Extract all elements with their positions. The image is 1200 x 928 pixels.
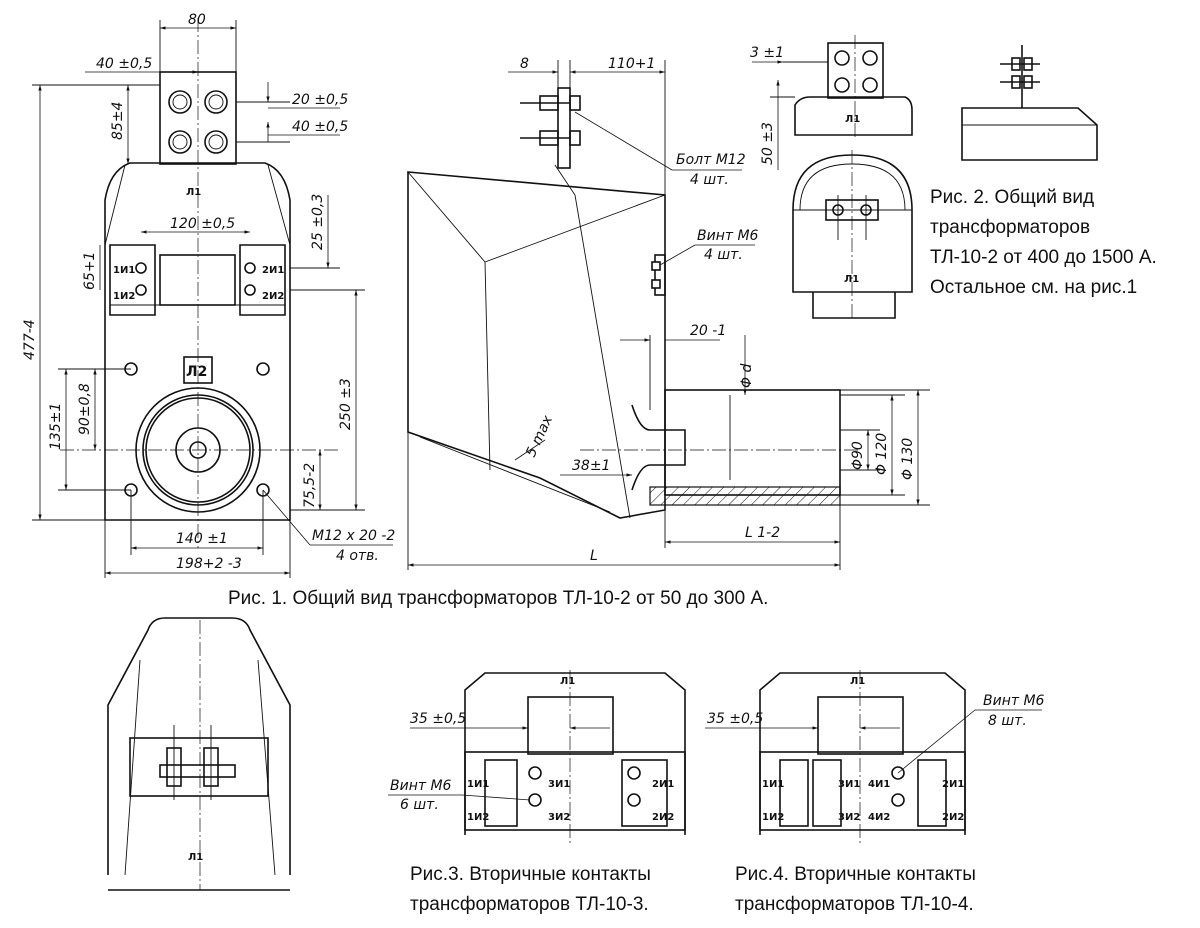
fig1-dim-L12: L 1-2 [745,525,780,541]
fig1-dim-120: 120 ±0,5 [170,216,235,232]
fig1-phi-d: Φ d [739,364,755,388]
fig3-screw-count: 6 шт. [400,797,439,813]
fig1-dim-20b: 20 -1 [690,323,726,339]
fig2-l1a: Л1 [845,114,860,125]
fig4-l1: Л1 [850,676,865,687]
fig4-2i1: 2И1 [942,779,964,790]
fig1-dim-80: 80 [188,12,206,28]
fig2-l1b: Л1 [844,274,859,285]
fig1-dim-5max: 5 max [523,413,556,460]
fig1-dim-198: 198+2 -3 [176,556,242,572]
fig3-3i2: 3И2 [548,812,570,823]
fig1-2i1-label: 2И1 [262,265,284,276]
fig4-dim-35: 35 ±0,5 [707,711,763,727]
fig1-l1-label: Л1 [186,187,201,198]
fig2-caption-4: Остальное см. на рис.1 [930,277,1137,298]
fig1-dim-L: L [590,548,598,564]
fig1-dim-110: 110+1 [608,56,655,72]
fig1-1i2-label: 1И2 [113,291,135,302]
fig2-dim-50: 50 ±3 [760,122,776,165]
fig3-1i1: 1И1 [467,779,489,790]
fig4-4i2: 4И2 [868,812,890,823]
fig1-m12-count: 4 отв. [336,548,379,564]
fig4-screw-count: 8 шт. [988,713,1027,729]
fig2-caption-1: Рис. 2. Общий вид [930,187,1094,208]
fig3-caption-2: трансформаторов ТЛ-10-3. [410,894,649,915]
fig1-dim-40v: 40 ±0,5 [292,119,348,135]
fig4-screw: Винт М6 [983,693,1045,709]
fig2-side-view [961,45,1098,161]
fig4-3i2: 3И2 [838,812,860,823]
fig3-caption-1: Рис.3. Вторичные контакты [410,864,651,885]
fig1-front-view: Л1 1И1 1И2 2И1 2И2 Л2 80 40 ±0,5 85±4 [22,12,395,578]
fig4-caption-1: Рис.4. Вторичные контакты [735,864,976,885]
fig3-contacts: Л1 1И1 1И2 3И1 3И2 2И1 2И2 35 ±0,5 Винт … [388,670,686,845]
fig2-front-view: Л1 [792,150,913,320]
fig4-caption-2: трансформаторов ТЛ-10-4. [735,894,974,915]
fig1-1i1-label: 1И1 [113,265,135,276]
figbl-l1: Л1 [188,852,203,863]
fig3-2i2: 2И2 [652,812,674,823]
fig1-dim-20: 20 ±0,5 [292,92,348,108]
fig4-1i2: 1И2 [762,812,784,823]
fig3-1i2: 1И2 [467,812,489,823]
fig2-dim-3: 3 ±1 [750,45,784,61]
fig1-m12: M12 x 20 -2 [312,528,395,544]
fig1-screw: Винт М6 [697,228,759,244]
fig3-l1: Л1 [560,676,575,687]
fig1-dim-135: 135±1 [48,403,64,450]
fig2-caption-2: трансформаторов [930,217,1090,238]
fig1-caption: Рис. 1. Общий вид трансформаторов ТЛ-10-… [228,588,768,609]
fig1-dim-85: 85±4 [110,102,126,140]
fig4-4i1: 4И1 [868,779,890,790]
fig-bottom-left: Л1 [107,617,291,891]
fig1-dim-38: 38±1 [572,458,610,474]
fig1-bolt: Болт М12 [676,152,746,168]
fig1-phi90: Φ90 [850,441,866,470]
fig1-screw-count: 4 шт. [704,247,743,263]
fig3-2i1: 2И1 [652,779,674,790]
fig1-phi120: Φ 120 [874,433,890,475]
fig4-1i1: 1И1 [762,779,784,790]
fig1-dim-25: 25 ±0,3 [310,194,326,250]
fig1-2i2-label: 2И2 [262,291,284,302]
fig1-l2-label: Л2 [186,364,207,380]
fig1-bolt-count: 4 шт. [690,172,729,188]
fig1-dim-90: 90±0,8 [77,383,93,435]
fig4-3i1: 3И1 [838,779,860,790]
fig1-dim-8: 8 [520,56,529,72]
fig1-dim-65: 65+1 [82,252,98,290]
fig4-contacts: Л1 1И1 1И2 3И1 3И2 4И1 4И2 2И1 2И2 35 ±0… [705,670,1045,845]
fig1-dim-75: 75,5-2 [302,463,318,508]
fig3-screw: Винт М6 [390,778,452,794]
fig3-dim-35: 35 ±0,5 [410,711,466,727]
fig1-dim-477: 477-4 [22,319,38,360]
fig1-dim-40h: 40 ±0,5 [96,56,152,72]
fig2-top-view: Л1 3 ±1 50 ±3 [750,35,913,170]
fig1-dim-250: 250 ±3 [338,378,354,430]
fig1-phi130: Φ 130 [900,438,916,480]
fig3-3i1: 3И1 [548,779,570,790]
fig1-dim-140: 140 ±1 [176,531,228,547]
fig4-2i2: 2И2 [942,812,964,823]
fig2-caption-3: ТЛ-10-2 от 400 до 1500 А. [930,247,1157,268]
